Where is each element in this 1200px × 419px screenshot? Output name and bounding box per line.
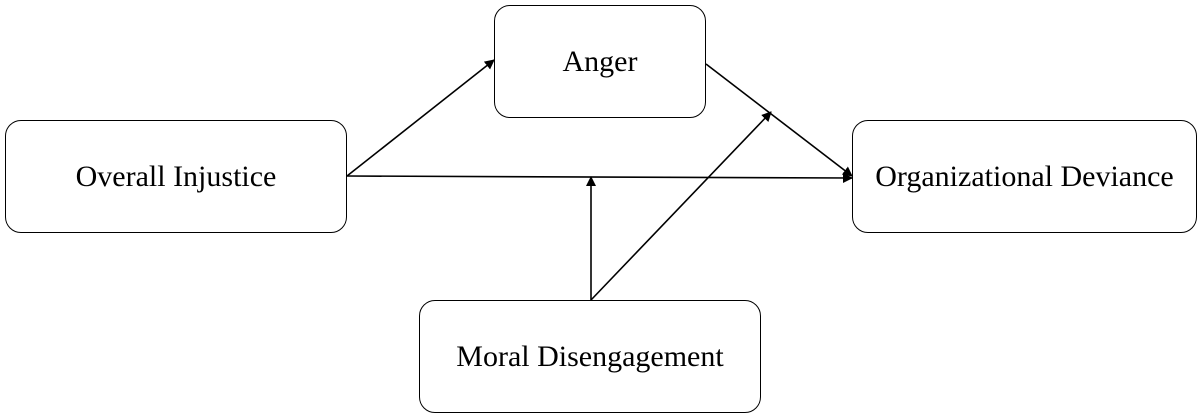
arrow-injustice-to-anger — [346, 59, 495, 177]
node-organizational-deviance: Organizational Deviance — [852, 120, 1197, 233]
arrow-anger-to-deviance — [705, 63, 853, 177]
node-label-organizational-deviance: Organizational Deviance — [875, 159, 1174, 193]
node-label-anger: Anger — [562, 44, 638, 78]
arrow-injustice-to-deviance — [346, 172, 853, 183]
arrow-moderator-to-anger-path — [590, 111, 772, 301]
node-anger: Anger — [494, 5, 706, 118]
node-overall-injustice: Overall Injustice — [5, 120, 347, 233]
node-label-overall-injustice: Overall Injustice — [75, 159, 277, 193]
node-label-moral-disengagement: Moral Disengagement — [456, 339, 724, 373]
node-moral-disengagement: Moral Disengagement — [419, 300, 761, 413]
